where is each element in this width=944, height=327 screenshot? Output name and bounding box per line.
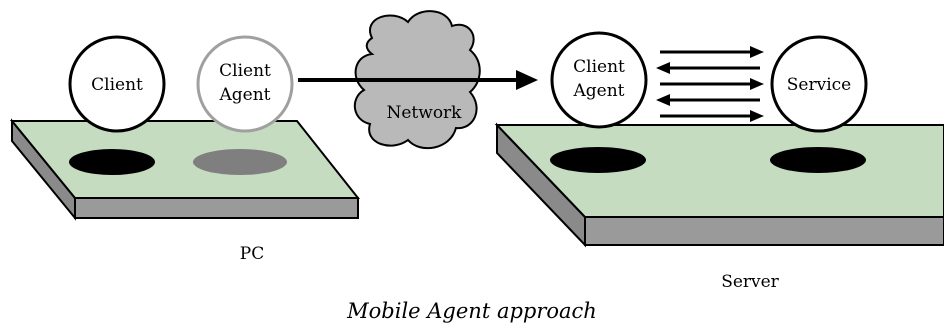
exchange-arrow-to-service <box>660 78 764 90</box>
migration-arrow <box>298 70 538 90</box>
pc-platform-front-face <box>74 197 359 219</box>
pc-agent-slot <box>193 149 287 175</box>
server-platform <box>494 122 944 248</box>
exchange-arrows <box>656 46 764 122</box>
diagram-caption: Mobile Agent approach <box>346 299 597 323</box>
pc-client-agent-node: Client Agent <box>196 35 294 133</box>
exchange-arrow-to-service <box>660 46 764 58</box>
pc-client-agent-label-line1: Client <box>219 61 271 81</box>
exchange-arrow-to-agent <box>656 62 760 74</box>
server-client-agent-label-line1: Client <box>573 57 625 77</box>
server-service-slot <box>770 147 866 173</box>
network-label: Network <box>387 103 463 123</box>
pc-client-slot <box>69 149 155 175</box>
server-client-agent-node: Client Agent <box>550 31 648 129</box>
server-platform-front-face <box>584 216 944 246</box>
pc-platform <box>9 118 361 221</box>
server-service-node: Service <box>770 35 868 133</box>
exchange-arrow-to-agent <box>656 94 760 106</box>
server-label: Server <box>721 272 779 292</box>
pc-client-agent-label-line2: Agent <box>219 85 271 105</box>
pc-client-label: Client <box>91 75 143 95</box>
pc-platform-top <box>9 120 361 199</box>
server-service-label: Service <box>787 75 851 95</box>
pc-client-node: Client <box>68 35 166 133</box>
server-agent-slot <box>550 147 646 173</box>
server-client-agent-label-line2: Agent <box>573 81 625 101</box>
exchange-arrow-to-service <box>660 110 764 122</box>
pc-label: PC <box>240 244 264 264</box>
